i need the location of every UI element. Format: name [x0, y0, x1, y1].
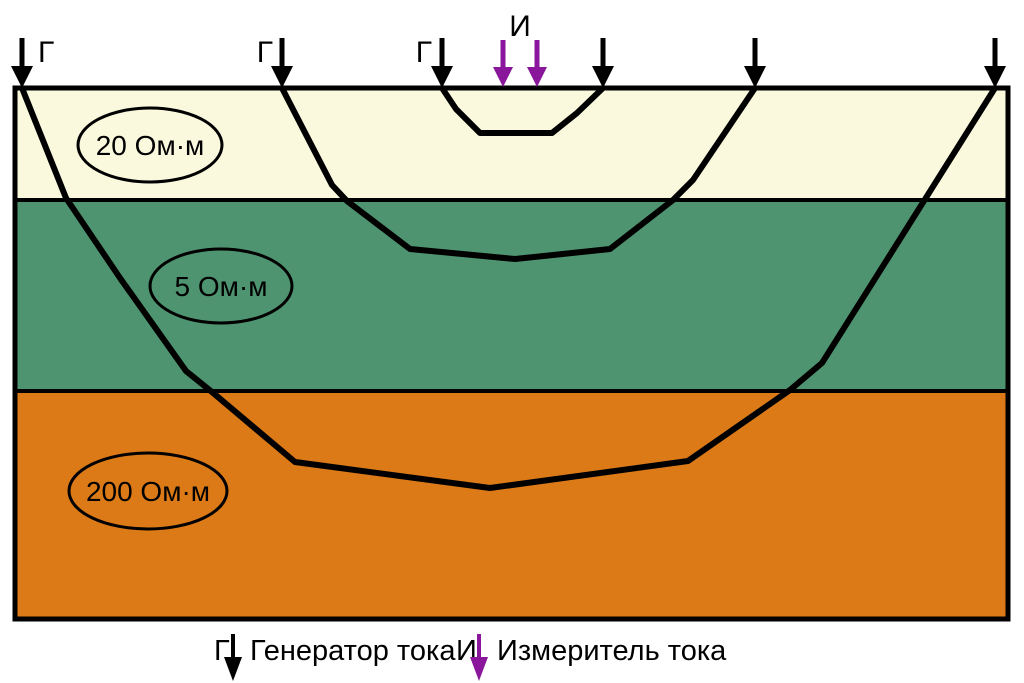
- arrow-head-icon: [744, 66, 766, 88]
- current-path-shallow: [439, 85, 606, 136]
- generator-electrode-arrow-2: [271, 38, 293, 88]
- arrow-head-icon: [224, 657, 242, 681]
- legend-measurer-arrow-icon: [470, 634, 488, 681]
- current-path-deep: [19, 85, 998, 491]
- layer3-resistivity-callout: 200 Ом·м: [67, 451, 229, 531]
- layer3-region: [15, 391, 1008, 619]
- layer3-resistivity-ellipse: [67, 451, 229, 531]
- layer3-resistivity-label: 200 Ом·м: [86, 476, 210, 507]
- layer2-region: [15, 200, 1008, 391]
- measurer-symbol-label: И: [509, 10, 531, 43]
- arrow-head-icon: [11, 66, 33, 88]
- legend: Г Генератор тока И Измеритель тока: [214, 634, 727, 681]
- arrow-head-icon: [493, 67, 513, 87]
- arrow-head-icon: [527, 67, 547, 87]
- generator-electrode-arrow-3: [431, 38, 453, 88]
- legend-generator-arrow-icon: [224, 634, 242, 681]
- arrow-head-icon: [984, 66, 1006, 88]
- legend-measurer-label: Измеритель тока: [497, 635, 727, 667]
- generator-symbol-label-1: Г: [38, 36, 54, 69]
- arrow-head-icon: [271, 66, 293, 88]
- layer2-resistivity-label: 5 Ом·м: [175, 271, 268, 302]
- measurer-electrode-arrow-2: [527, 40, 547, 87]
- legend-generator-label: Генератор тока: [250, 635, 456, 667]
- current-path-middle: [279, 85, 758, 262]
- layer1-resistivity-ellipse: [76, 106, 224, 184]
- generator-symbol-label-3: Г: [416, 36, 432, 69]
- arrow-head-icon: [470, 657, 488, 681]
- generator-symbol-label-2: Г: [257, 36, 273, 69]
- arrow-head-icon: [431, 66, 453, 88]
- layer2-resistivity-callout: 5 Ом·м: [148, 247, 294, 325]
- layer2-resistivity-ellipse: [148, 247, 294, 325]
- arrow-head-icon: [592, 66, 614, 88]
- generator-electrode-arrow-5: [744, 38, 766, 88]
- generator-electrode-arrow-4: [592, 38, 614, 88]
- measurer-electrode-arrow-1: [493, 40, 513, 87]
- layer1-resistivity-callout: 20 Ом·м: [76, 106, 224, 184]
- generator-electrode-arrow-1: [11, 38, 33, 88]
- layer1-resistivity-label: 20 Ом·м: [96, 130, 205, 161]
- ground-border: [12, 85, 1011, 622]
- layer1-region: [15, 88, 1008, 200]
- generator-electrode-arrow-6: [984, 38, 1006, 88]
